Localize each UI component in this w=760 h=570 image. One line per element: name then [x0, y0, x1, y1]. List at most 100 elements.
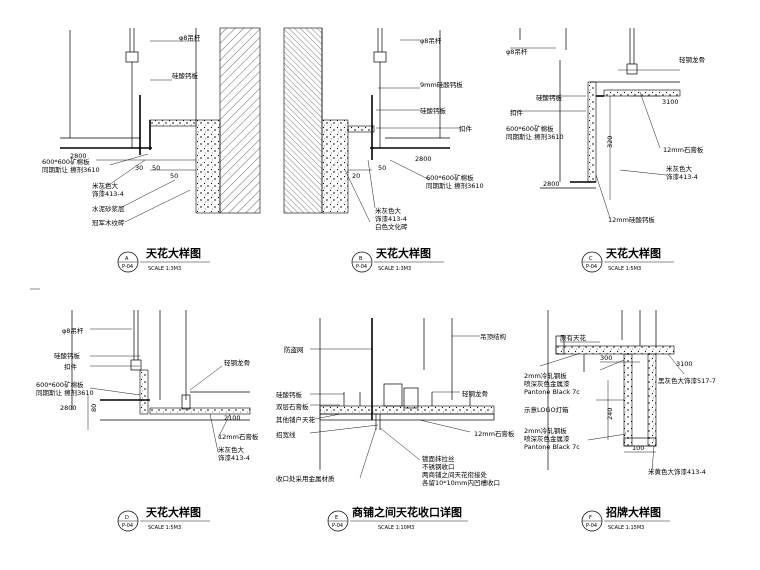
hanger-block-right: [403, 387, 419, 409]
label-f-5: 示意LOGO灯箱: [524, 405, 569, 414]
label-b-6: 米灰色大: [375, 206, 402, 215]
bubble-b-sheet: P-04: [356, 264, 367, 270]
bubble-b-letter: B: [359, 256, 363, 262]
bubble-c-letter: C: [589, 256, 593, 262]
title-d: 天花大样图: [146, 505, 201, 519]
bubble-a-sheet: P-04: [122, 264, 133, 270]
label-a-5: 饰漆413-4: [92, 189, 124, 198]
label-a-4: 米灰色大: [92, 181, 119, 190]
label-f-0: 原有天花: [560, 333, 587, 342]
label-c-1: 轻钢龙骨: [679, 55, 705, 64]
label-c-8: 饰漆413-4: [666, 172, 698, 181]
dim-f-1: 3100: [676, 360, 693, 368]
concrete-column: [195, 119, 221, 214]
label-e-7: 招宽线: [276, 430, 296, 439]
label-e-12: 收口处采用金属材质: [276, 474, 335, 483]
dim-d-1: 2100: [224, 414, 241, 422]
bubble-d-letter: D: [125, 515, 129, 521]
label-a-2: 600*600矿棉板: [42, 157, 90, 166]
label-f-6: 2mm冷轧钢板: [524, 426, 567, 435]
label-e-9: 不锈钢收口: [422, 462, 455, 471]
label-f-7: 喷深灰色金属漆: [524, 434, 570, 443]
drop-panel: [139, 369, 149, 415]
label-c-0: φ8吊杆: [506, 47, 528, 56]
dim-c-0: 3100: [662, 98, 679, 106]
label-e-8: 镀面抹拉丝: [422, 454, 455, 463]
bubble-f-sheet: P-04: [586, 523, 597, 529]
label-e-0: 防盗网: [284, 345, 304, 354]
label-b-3: 扣件: [459, 124, 473, 133]
dim-f-3: 100: [632, 444, 644, 452]
dim-c-2: 2800: [543, 180, 560, 188]
label-a-6: 水泥砂浆层: [92, 204, 125, 213]
label-d-6: 12mm石膏板: [218, 432, 259, 441]
label-f-4: 黑灰色大饰漆517-7: [658, 376, 716, 385]
title-a: 天花大样图: [146, 246, 201, 260]
dim-d-2: 80: [90, 404, 98, 412]
label-d-4: 同期斯让 擦剂3610: [36, 388, 94, 397]
scale-e: SCALE 1:10M3: [378, 525, 414, 531]
label-e-5: 其他铺户天花: [276, 415, 316, 424]
label-c-4: 600*600矿棉板: [506, 124, 554, 133]
label-d-5: 轻钢龙骨: [224, 358, 250, 367]
label-b-0: φ8吊杆: [420, 36, 442, 45]
label-c-9: 12mm硅酸钙板: [608, 215, 655, 224]
scale-f: SCALE 1:15M3: [608, 525, 644, 531]
label-d-1: 硅酸钙板: [54, 351, 81, 360]
wall-hatch: [219, 27, 261, 214]
label-c-5: 同期斯让 擦剂3610: [506, 132, 564, 141]
label-a-7: 冠军木纹砖: [92, 218, 125, 227]
label-a-0: φ8吊杆: [179, 33, 201, 42]
label-d-7: 米灰色大: [218, 445, 245, 454]
panel-b: φ8吊杆 9mm硅酸钙板 硅酸钙板 扣件 600*600矿棉板 同期斯让 擦剂3…: [283, 27, 484, 273]
label-b-2: 硅酸钙板: [420, 106, 447, 115]
scale-b: SCALE 1:3M3: [378, 266, 411, 272]
gypsum-board: [603, 89, 681, 97]
label-c-2: 硅酸钙板: [536, 93, 563, 102]
title-c: 天花大样图: [606, 246, 661, 260]
scale-d: SCALE 1:5M3: [148, 525, 181, 531]
label-f-9: 米黄色大饰漆413-4: [648, 467, 706, 476]
brick-wall-hatch: [283, 27, 323, 214]
sign-vertical-panel: [623, 353, 633, 447]
bubble-e-sheet: P-04: [332, 523, 343, 529]
sign-top-board: [555, 345, 675, 355]
label-d-3: 600*600矿棉板: [36, 380, 84, 389]
gypsum-board: [149, 407, 251, 415]
label-b-7: 饰漆413-4: [375, 214, 407, 223]
label-e-1: 吊顶结构: [480, 332, 507, 341]
drop-panel: [587, 81, 597, 183]
label-f-8: Pantone Black 7c: [524, 443, 580, 451]
dim-a-1: 30: [135, 164, 143, 172]
dim-f-2: 240: [606, 408, 614, 420]
label-b-5: 同期斯让 擦剂3610: [426, 181, 484, 190]
dim-a-0: 2800: [70, 152, 87, 160]
bubble-d-sheet: P-04: [122, 523, 133, 529]
label-f-2: 喷深灰色金属漆: [524, 379, 570, 388]
label-b-4: 600*600矿棉板: [426, 173, 474, 182]
label-e-4: 双层石膏板: [276, 402, 309, 411]
title-e: 商铺之间天花收口详图: [352, 505, 462, 519]
dim-c-1: 320: [606, 136, 614, 148]
label-f-1: 2mm冷轧钢板: [524, 371, 567, 380]
label-a-3: 同期斯让 擦剂3610: [42, 165, 100, 174]
label-e-3: 轻钢龙骨: [462, 389, 488, 398]
title-f: 招牌大样图: [606, 505, 661, 519]
label-f-3: Pantone Black 7c: [524, 388, 580, 396]
label-e-2: 硅酸钙板: [276, 390, 303, 399]
label-b-8: 白色文化砖: [375, 222, 408, 231]
panel-a: φ8吊杆 硅酸钙板 600*600矿棉板 同期斯让 擦剂3610 米灰色大 饰漆…: [42, 27, 261, 273]
dim-a-2: 50: [152, 164, 160, 172]
bubble-f-letter: F: [589, 515, 592, 521]
hanger-block-left: [383, 383, 403, 407]
bubble-e-letter: E: [335, 515, 338, 521]
label-e-11: 各留10*10mm内凹槽收口: [422, 478, 500, 487]
label-e-6: 12mm石膏板: [474, 429, 515, 438]
label-d-0: φ8吊杆: [62, 326, 84, 335]
panel-f: 原有天花 2mm冷轧钢板 喷深灰色金属漆 Pantone Black 7c 黑灰…: [524, 310, 716, 532]
dim-d-0: 2800: [60, 404, 77, 412]
panel-d: φ8吊杆 硅酸钙板 扣件 600*600矿棉板 同期斯让 擦剂3610 轻钢龙骨…: [36, 310, 259, 532]
label-d-2: 扣件: [64, 362, 78, 371]
bubble-c-sheet: P-04: [586, 264, 597, 270]
concrete-column: [321, 119, 349, 214]
